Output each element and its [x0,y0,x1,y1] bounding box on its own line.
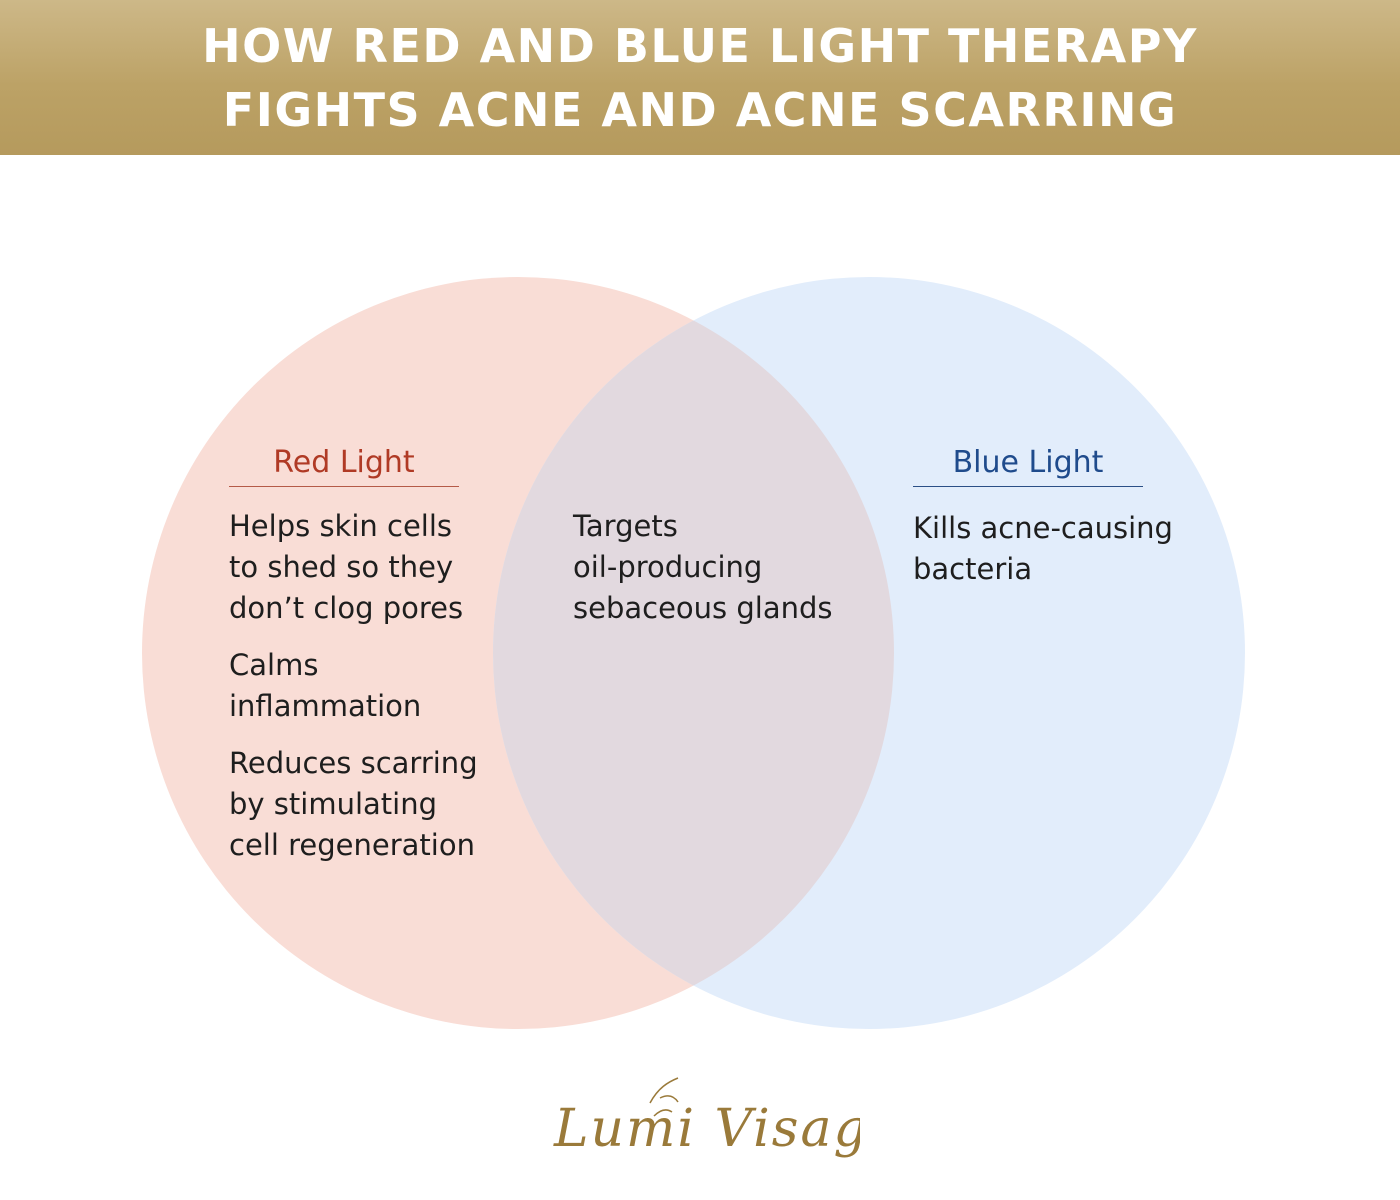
blue-light-divider [913,486,1143,487]
overlap-item-sebaceous-glands: Targets oil-producing sebaceous glands [573,509,833,625]
blue-item-kills-bacteria: Kills acne-causing bacteria [913,511,1173,586]
red-light-divider [229,486,459,487]
blue-light-set: Blue Light [913,445,1153,487]
lumi-visage-logo: Lumi Visage [553,1077,860,1159]
blue-light-title: Blue Light [952,445,1104,480]
red-item-calms-inflammation: Calms inflammation [229,648,422,723]
red-item-shed-cells: Helps skin cells to shed so they don’t c… [229,509,464,625]
logo-wordmark: Lumi Visage [553,1099,860,1159]
title-line-1: HOW RED AND BLUE LIGHT THERAPY [202,18,1198,73]
logo-flourish-icon [649,1077,679,1117]
red-item-reduces-scarring: Reduces scarring by stimulating cell reg… [229,746,478,862]
overlap-region [493,277,894,1029]
red-light-title: Red Light [273,445,415,480]
header-banner: HOW RED AND BLUE LIGHT THERAPY FIGHTS AC… [0,0,1400,155]
red-light-set: Red Light [229,445,509,487]
title-line-2: FIGHTS ACNE AND ACNE SCARRING [222,82,1178,137]
